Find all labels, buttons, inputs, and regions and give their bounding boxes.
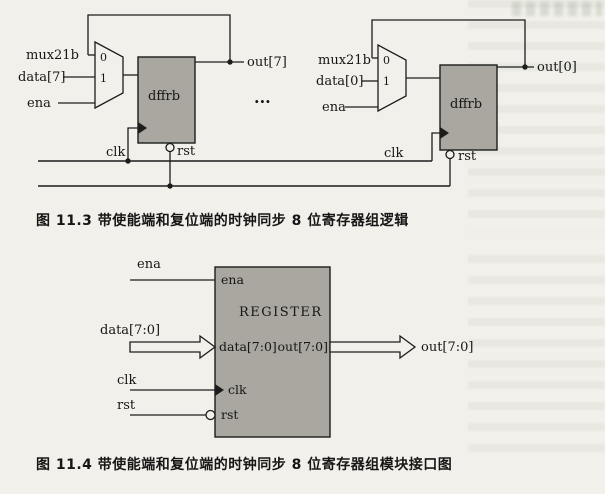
dffrb-block <box>439 64 498 151</box>
data-signal-label: data[0] <box>316 74 363 89</box>
mux-symbol <box>377 43 407 113</box>
mux-symbol <box>94 40 124 110</box>
dffrb-block <box>137 56 196 144</box>
feedback-wire <box>87 14 231 62</box>
mux-input0-label: 0 <box>383 54 390 67</box>
data-port-label: data[7:0] <box>219 339 277 354</box>
rst-signal-label: rst <box>458 149 477 164</box>
out-label: out[0] <box>537 60 577 75</box>
clock-triangle-icon <box>215 384 224 396</box>
figure-11-3-register-logic-diagram: 0 1 dffrb out[7] mux21b data[7] ena clk … <box>18 14 577 189</box>
feedback-wire <box>371 19 526 67</box>
data-bus-arrow <box>129 334 217 360</box>
out-bus-arrow <box>329 334 417 360</box>
data-signal-label: data[7] <box>18 70 65 85</box>
out-port-label: out[7:0] <box>278 339 328 354</box>
ena-signal-label: ena <box>137 257 161 272</box>
reset-bubble-icon <box>445 149 455 160</box>
clk-port-label: clk <box>228 382 247 397</box>
register-module-block <box>214 266 331 438</box>
figure-11-4-caption: 图 11.4 带使能端和复位端的时钟同步 8 位寄存器组模块接口图 <box>36 457 453 473</box>
clk-signal-label: clk <box>384 146 403 161</box>
out-signal-label: out[7:0] <box>421 340 474 355</box>
ellipsis-label: ... <box>254 88 271 107</box>
rst-signal-label: rst <box>117 398 136 413</box>
rst-port-label: rst <box>221 407 238 422</box>
mux-name-label: mux21b <box>26 48 79 63</box>
figure-11-4-register-interface-diagram: REGISTER ena ena data[7:0] data[7:0] out… <box>100 257 474 438</box>
ena-port-label: ena <box>221 272 244 287</box>
module-name-label: REGISTER <box>239 305 323 320</box>
mux-input1-label: 1 <box>383 75 390 88</box>
out-label: out[7] <box>247 55 287 70</box>
reset-bubble-icon <box>205 409 216 421</box>
mux-input0-label: 0 <box>100 51 107 64</box>
clk-branch-wire <box>127 127 138 161</box>
figure-11-3-caption: 图 11.3 带使能端和复位端的时钟同步 8 位寄存器组逻辑 <box>36 213 409 229</box>
dffrb-label: dffrb <box>148 89 180 104</box>
clk-rst-rails <box>38 158 450 189</box>
ena-signal-label: ena <box>322 100 346 115</box>
clock-triangle-icon <box>440 127 449 139</box>
rst-signal-label: rst <box>177 144 196 159</box>
ena-signal-label: ena <box>27 96 51 111</box>
reset-bubble-icon <box>165 142 175 153</box>
clk-signal-label: clk <box>117 373 136 388</box>
mux-input1-label: 1 <box>100 72 107 85</box>
data-signal-label: data[7:0] <box>100 323 160 338</box>
dffrb-label: dffrb <box>450 97 482 112</box>
mux-name-label: mux21b <box>318 53 371 68</box>
register-cell-bit0: 0 1 dffrb out[0] mux21b data[0] ena clk … <box>316 19 577 186</box>
clock-triangle-icon <box>138 122 147 134</box>
clk-signal-label: clk <box>106 145 125 160</box>
clk-branch-wire <box>431 132 440 161</box>
register-cell-bit7: 0 1 dffrb out[7] mux21b data[7] ena clk … <box>18 14 287 186</box>
